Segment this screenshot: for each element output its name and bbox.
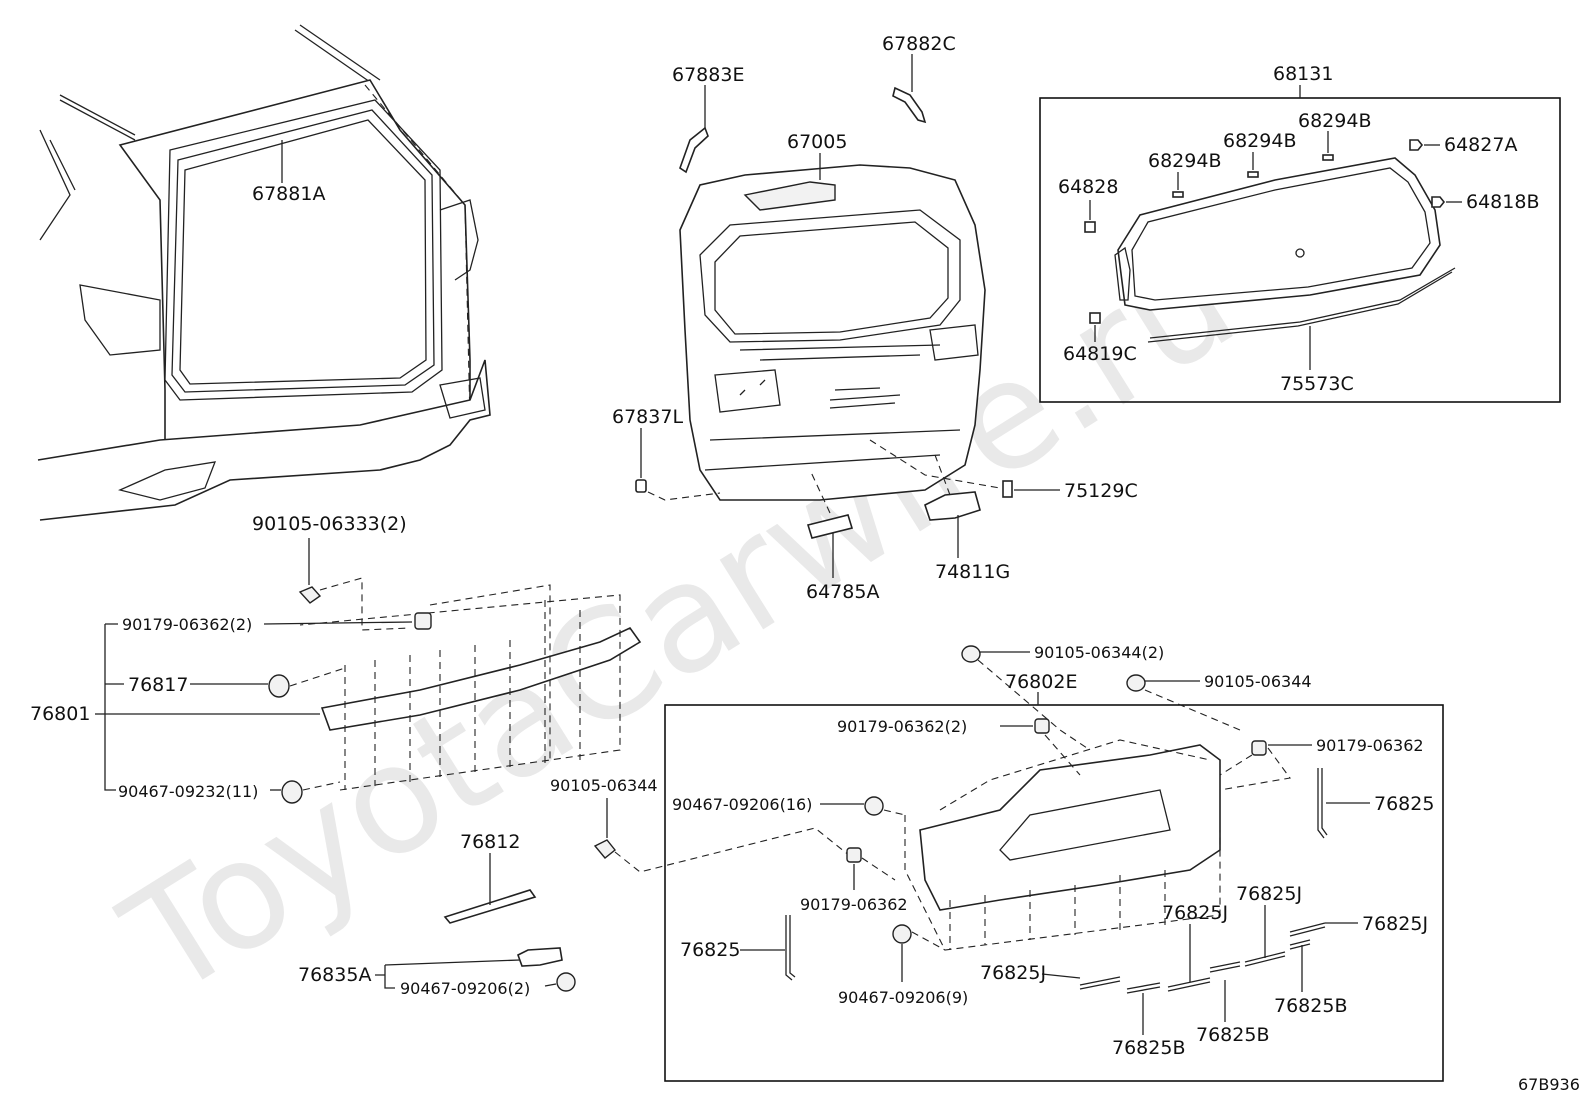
label-67005: 67005 bbox=[787, 131, 847, 153]
label-90467-09206-2: 90467-09206(2) bbox=[400, 979, 530, 998]
part-90179-06362-c bbox=[1251, 740, 1267, 756]
part-90467-09206-d bbox=[892, 924, 912, 944]
label-64828: 64828 bbox=[1058, 176, 1118, 198]
back-door-panel bbox=[679, 164, 986, 501]
label-76802E: 76802E bbox=[1005, 671, 1077, 693]
part-67883E bbox=[679, 126, 709, 174]
vehicle-body-rear bbox=[37, 24, 491, 521]
label-90105-06344-2: 90105-06344(2) bbox=[1034, 643, 1164, 662]
label-75573C: 75573C bbox=[1280, 373, 1354, 395]
label-76825-1: 76825 bbox=[1374, 793, 1434, 815]
label-75129C: 75129C bbox=[1064, 480, 1138, 502]
label-76801: 76801 bbox=[30, 703, 90, 725]
part-90467-09232 bbox=[281, 780, 303, 804]
diagram-code: 67B936 bbox=[1518, 1075, 1580, 1094]
part-76825-a bbox=[785, 915, 793, 981]
label-68294B-2: 68294B bbox=[1223, 130, 1296, 152]
part-76825-b bbox=[1317, 768, 1325, 839]
label-76825J-3: 76825J bbox=[980, 962, 1046, 984]
label-64818B: 64818B bbox=[1466, 191, 1539, 213]
label-90467-09206-9: 90467-09206(9) bbox=[838, 988, 968, 1007]
garnish-assembly-box bbox=[664, 704, 1444, 1082]
part-90105-06333 bbox=[298, 586, 322, 604]
part-68294B-c bbox=[1322, 154, 1334, 161]
part-76801-garnish bbox=[299, 584, 642, 791]
part-64785A bbox=[806, 514, 854, 539]
label-67882C: 67882C bbox=[882, 33, 956, 55]
part-64818B bbox=[1431, 196, 1446, 208]
label-76825B-2: 76825B bbox=[1196, 1024, 1269, 1046]
part-90179-06362-d bbox=[846, 847, 862, 863]
part-67882C bbox=[892, 86, 927, 124]
label-67837L: 67837L bbox=[612, 406, 683, 428]
label-90467-09206-16: 90467-09206(16) bbox=[672, 795, 812, 814]
label-76825-2: 76825 bbox=[680, 939, 740, 961]
label-90467-09232-11: 90467-09232(11) bbox=[118, 782, 258, 801]
part-90467-09206-b bbox=[556, 972, 576, 992]
label-90179-06362-a: 90179-06362 bbox=[1316, 736, 1424, 755]
label-76825J-2: 76825J bbox=[1162, 902, 1228, 924]
label-76825J-4: 76825J bbox=[1362, 913, 1428, 935]
part-90105-06344-a bbox=[593, 839, 616, 859]
label-76825J-1: 76825J bbox=[1236, 883, 1302, 905]
part-64819C bbox=[1089, 312, 1101, 324]
part-68294B-a bbox=[1172, 191, 1184, 198]
label-90105-06333-2: 90105-06333(2) bbox=[252, 513, 407, 535]
label-76812: 76812 bbox=[460, 831, 520, 853]
part-74811G bbox=[924, 491, 981, 521]
part-75573C bbox=[1149, 267, 1456, 339]
label-90179-06362-b: 90179-06362 bbox=[800, 895, 908, 914]
label-76817: 76817 bbox=[128, 674, 188, 696]
rear-window-glass bbox=[1114, 157, 1441, 311]
part-90105-06344-d bbox=[1126, 674, 1146, 692]
label-90179-06362-2-a: 90179-06362(2) bbox=[122, 615, 252, 634]
part-90179-06362-a bbox=[414, 612, 432, 630]
label-67881A: 67881A bbox=[252, 183, 325, 205]
label-74811G: 74811G bbox=[935, 561, 1010, 583]
part-76802E-garnish bbox=[904, 739, 1221, 951]
part-68294B-b bbox=[1247, 171, 1259, 178]
label-76835A: 76835A bbox=[298, 964, 371, 986]
part-90467-09206-c bbox=[864, 796, 884, 816]
part-64828 bbox=[1084, 221, 1096, 233]
label-90105-06344-a: 90105-06344 bbox=[550, 776, 658, 795]
label-68294B-1: 68294B bbox=[1148, 150, 1221, 172]
part-90179-06362-b bbox=[1034, 718, 1050, 734]
label-90105-06344-b: 90105-06344 bbox=[1204, 672, 1312, 691]
label-67883E: 67883E bbox=[672, 64, 744, 86]
label-68131: 68131 bbox=[1273, 63, 1333, 85]
trim-strips bbox=[1079, 922, 1326, 994]
part-76835A bbox=[517, 947, 563, 967]
label-64785A: 64785A bbox=[806, 581, 879, 603]
part-75129C bbox=[1002, 480, 1013, 498]
label-64819C: 64819C bbox=[1063, 343, 1137, 365]
part-76812 bbox=[443, 889, 537, 924]
part-64827A bbox=[1409, 139, 1424, 151]
label-90179-06362-2-b: 90179-06362(2) bbox=[837, 717, 967, 736]
part-67837L bbox=[635, 479, 647, 493]
part-90105-06344-c bbox=[961, 645, 981, 663]
label-64827A: 64827A bbox=[1444, 134, 1517, 156]
label-76825B-1: 76825B bbox=[1112, 1037, 1185, 1059]
label-68294B-3: 68294B bbox=[1298, 110, 1371, 132]
label-76825B-3: 76825B bbox=[1274, 995, 1347, 1017]
part-76817 bbox=[268, 674, 290, 698]
